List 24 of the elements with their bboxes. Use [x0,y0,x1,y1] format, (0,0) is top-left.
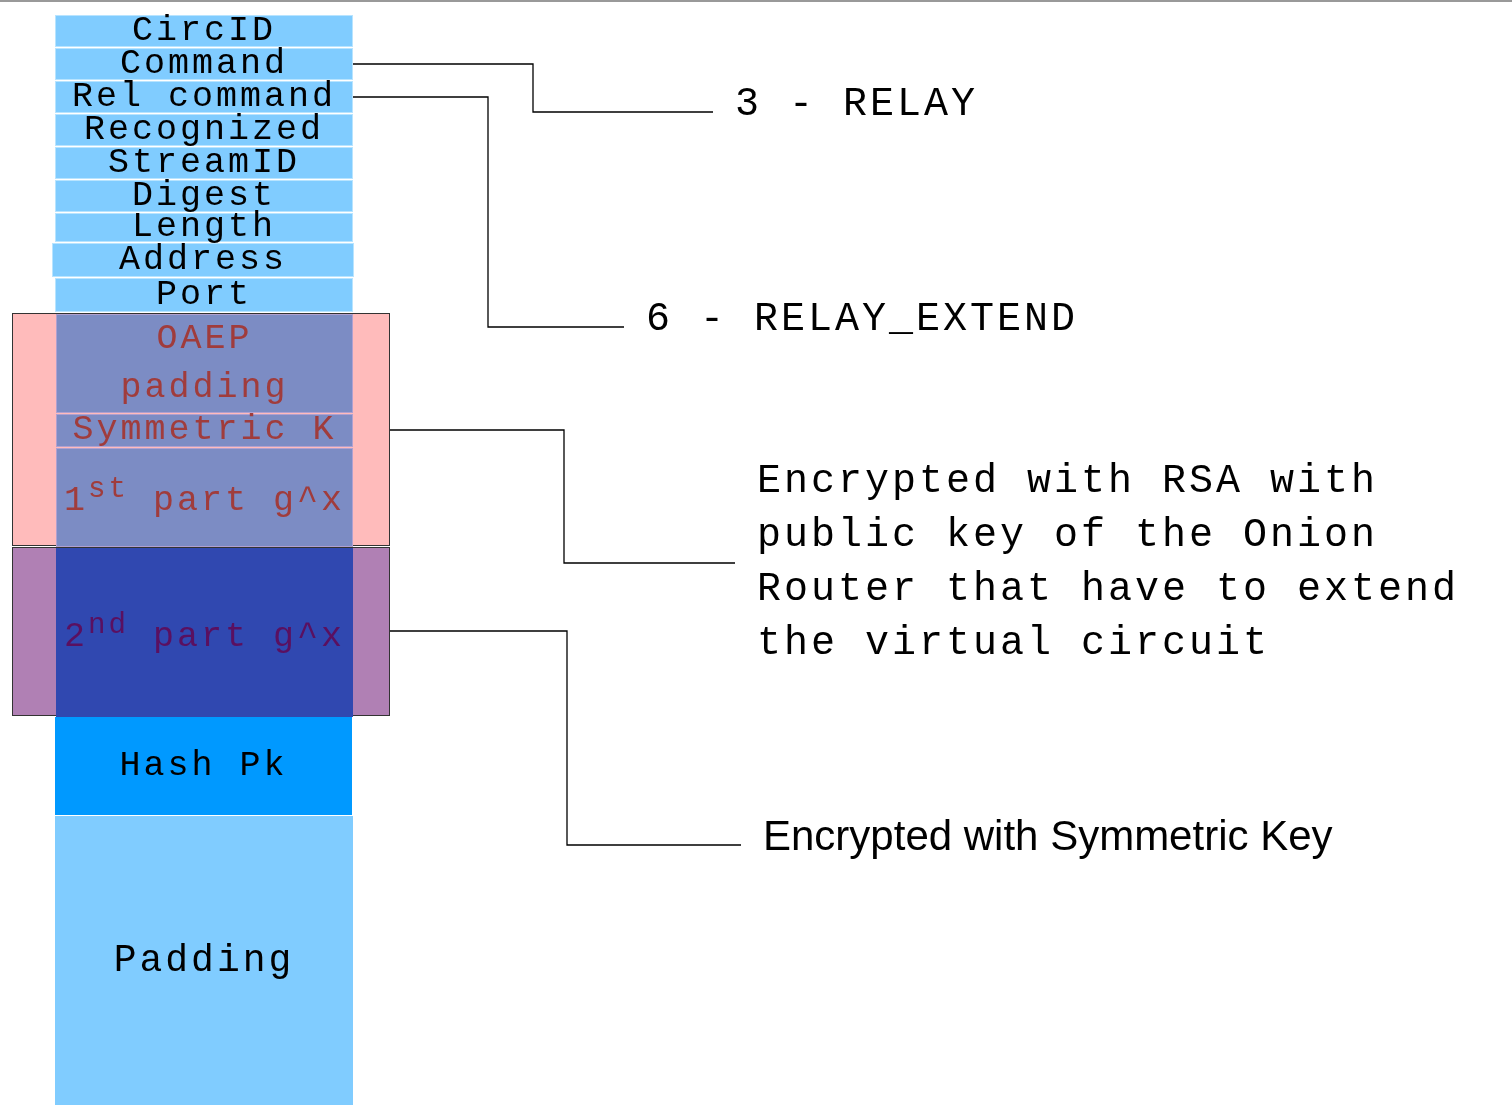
field-cell: Symmetric K [56,414,353,447]
field-cell: Address [52,243,354,277]
field-cell: Hash Pk [55,717,352,815]
field-cell: OAEP padding [56,314,353,413]
field-cell: Digest [55,180,353,212]
field-cell: 1$^{st}$ part g^x [56,448,353,547]
leader-line [352,96,625,328]
field-cell: StreamID [55,147,353,179]
field-cell: Command [55,48,353,80]
symmetric-region-box [12,547,390,716]
leader-line [389,429,736,564]
annotation-text: 3 - RELAY [735,85,1035,141]
field-cell: Rel command [55,81,353,113]
rsa-region-box [12,313,390,546]
field-cell: Port [55,278,353,312]
leader-line [389,630,742,846]
annotation-text: Encrypted with RSA with public key of the Onion Router that have to extend the virtual circuit [757,455,1512,685]
field-cell: Recognized [55,114,353,146]
field-cell: 2$^{nd}$ part g^x [56,548,353,717]
annotation-text: Encrypted with Symmetric Key [763,815,1463,875]
field-cell: CircID [55,15,353,47]
annotation-text: 6 - RELAY_EXTEND [646,300,1166,356]
field-cell: Padding [55,816,353,1105]
leader-line [352,63,714,113]
